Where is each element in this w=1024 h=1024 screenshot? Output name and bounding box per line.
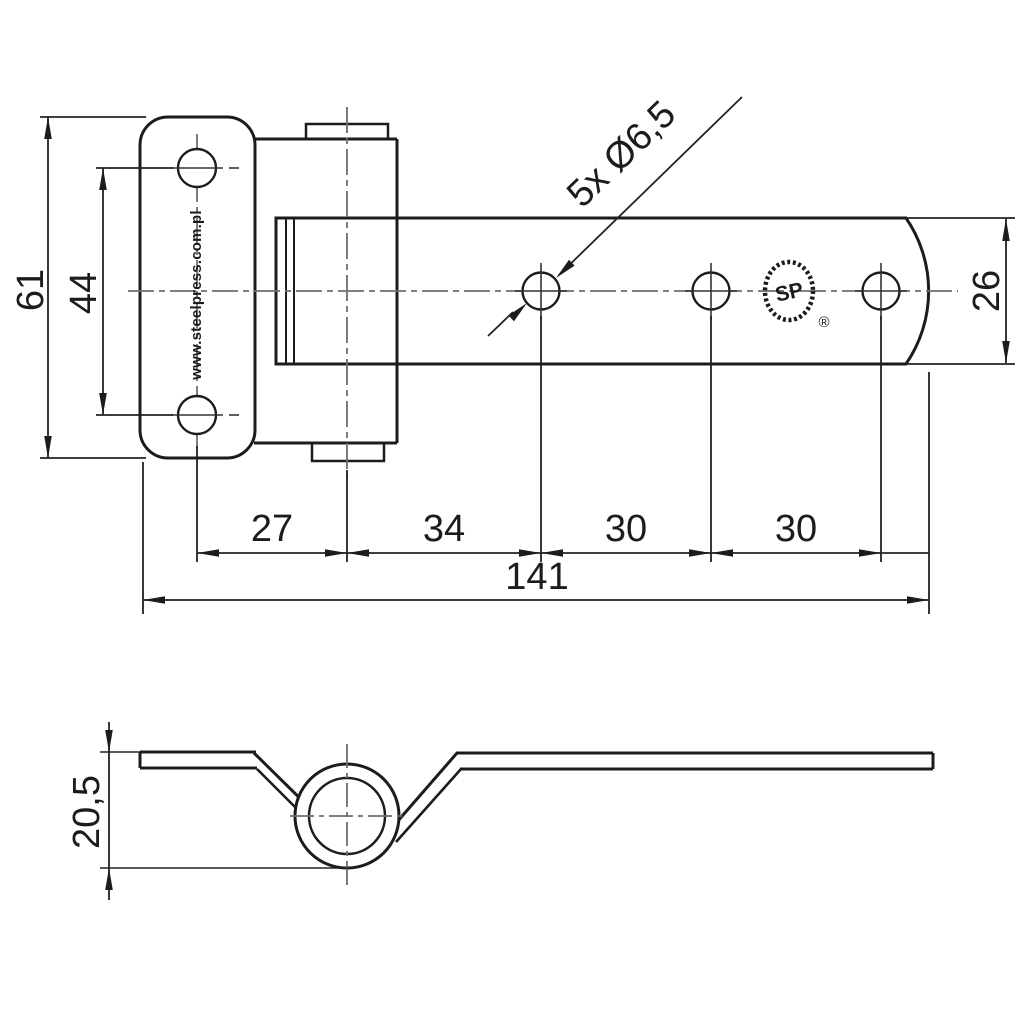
arrowhead: [44, 436, 52, 458]
hole-callout-text: 5x Ø6,5: [559, 93, 684, 216]
knuckle-bottom-tab: [310, 443, 386, 463]
leader-arrowhead: [556, 259, 575, 278]
dim-hole3: 30: [775, 508, 817, 550]
logo-letters: SP: [773, 278, 805, 306]
arrowhead: [105, 868, 113, 890]
leader-arrowhead: [508, 303, 527, 322]
arrowhead: [105, 730, 113, 752]
dim-hole2: 30: [605, 508, 647, 550]
dim-total-length: 141: [505, 556, 568, 598]
manufacturer-logo: SP ®: [762, 259, 830, 331]
strap-screw-holes: [515, 263, 907, 320]
arrowhead: [347, 549, 369, 557]
dim-strap-width: 26: [966, 270, 1008, 312]
side-view: 20,5: [66, 722, 935, 900]
arrowhead: [859, 549, 881, 557]
dim-profile-height: 20,5: [66, 775, 108, 849]
logo-oval: [762, 259, 816, 323]
arrowhead: [1002, 341, 1010, 363]
plate-website-text: www.steelpress.com.pl: [188, 210, 205, 381]
bend-line: [395, 768, 462, 843]
leader-line: [487, 311, 514, 337]
arrowhead: [711, 549, 733, 557]
arrowhead: [519, 549, 541, 557]
arrowhead: [99, 393, 107, 415]
arrowhead: [689, 549, 711, 557]
dim-hole-spacing: 44: [63, 272, 105, 314]
side-view-dimension: 20,5: [66, 722, 348, 900]
arrowhead: [907, 596, 929, 604]
arrowhead: [143, 596, 165, 604]
plate-screw-holes: [171, 147, 239, 436]
registered-trademark: ®: [818, 314, 829, 331]
arrowhead: [99, 168, 107, 190]
top-view: www.steelpress.com.pl SP ® 5x Ø6,5: [10, 93, 1015, 614]
dim-hole1: 34: [423, 508, 465, 550]
top-view-arrowheads: [44, 117, 1010, 604]
top-view-dimensions: [40, 116, 1015, 614]
arrowhead: [541, 549, 563, 557]
leader-line: [558, 96, 743, 276]
arrowhead: [325, 549, 347, 557]
arrowhead: [44, 117, 52, 139]
arrowhead: [1002, 219, 1010, 241]
arrowhead: [197, 549, 219, 557]
bend-line: [388, 752, 459, 831]
dim-pivot-offset: 27: [251, 508, 293, 550]
dim-plate-height: 61: [10, 269, 52, 311]
